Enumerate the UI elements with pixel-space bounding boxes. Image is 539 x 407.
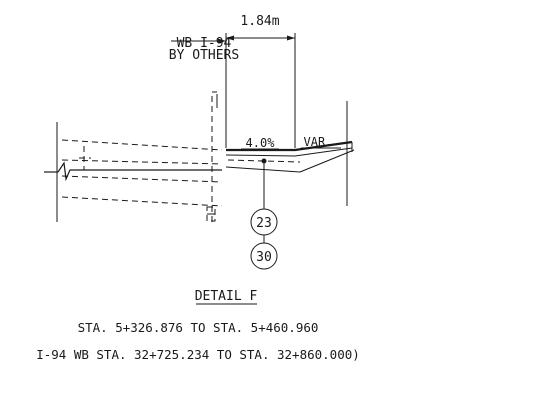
callout-23-text: 23 — [256, 216, 272, 231]
wb-label-line1: WB I-94 — [177, 36, 232, 51]
station-line-2: I-94 WB STA. 32+725.234 TO STA. 32+860.0… — [36, 347, 360, 362]
callout-30-text: 30 — [256, 250, 272, 265]
pavement-section — [225, 101, 355, 206]
dimension-line — [225, 33, 296, 148]
wb-leader — [171, 38, 226, 44]
break-line — [44, 161, 222, 182]
var-label: VAR. — [304, 135, 333, 149]
slope-label: 4.0% — [246, 136, 276, 150]
station-line-1: STA. 5+326.876 TO STA. 5+460.960 — [78, 320, 319, 335]
callout-bubble-23: 23 — [250, 208, 278, 236]
callout-leader — [261, 158, 267, 209]
dimension-label: 1.84m — [240, 14, 279, 29]
wb-label-line2: BY OTHERS — [169, 48, 239, 63]
callout-bubble-30: 30 — [250, 242, 278, 270]
existing-structure-dashed — [56, 91, 223, 222]
detail-title: DETAIL F — [195, 289, 258, 304]
